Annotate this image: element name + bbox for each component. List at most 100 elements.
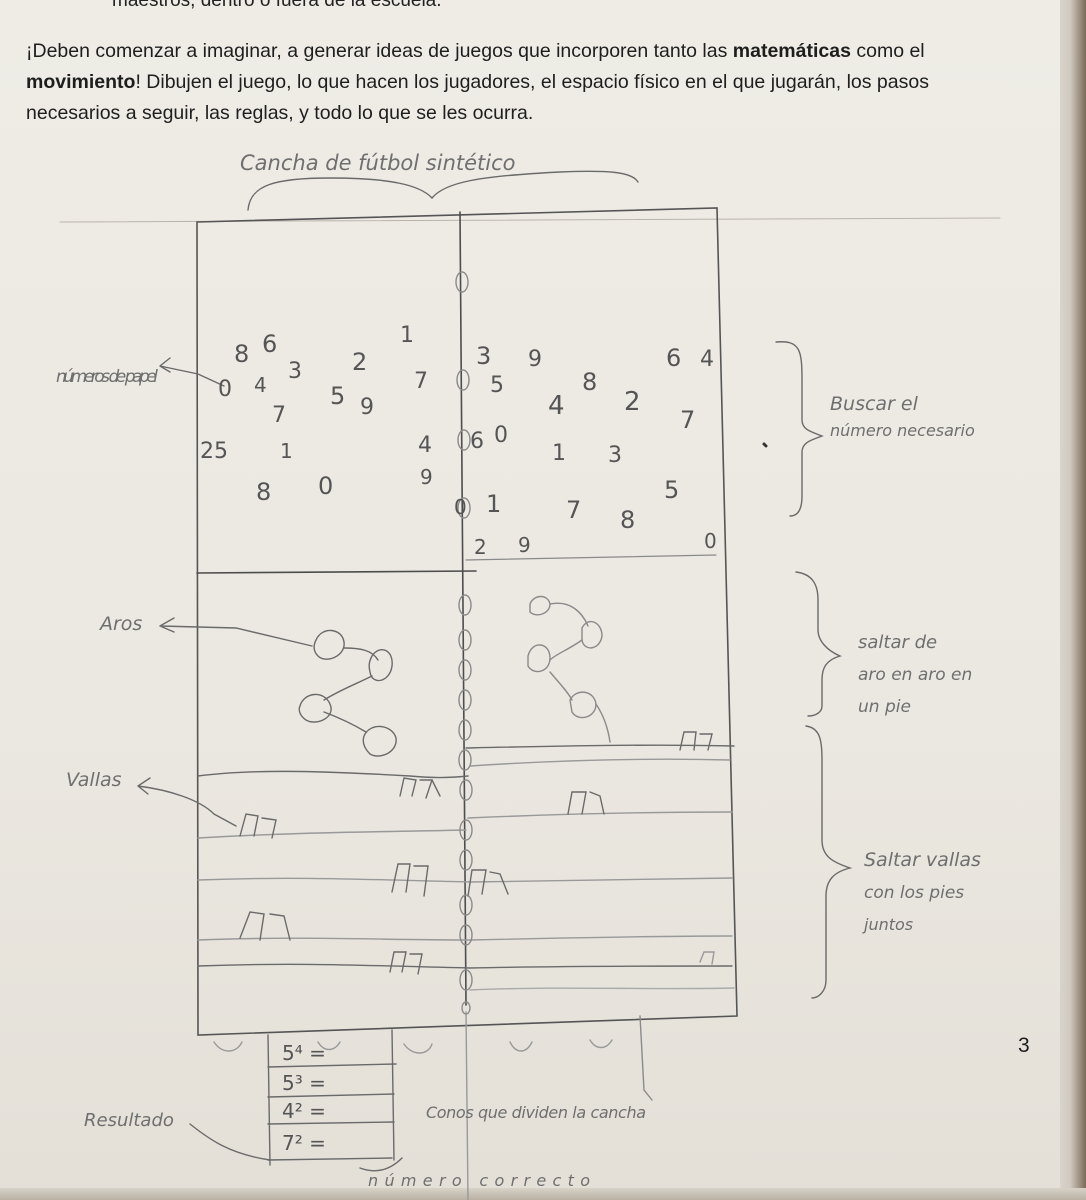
paper-number: 8	[256, 478, 271, 506]
cut-off-top-line: maestros, dentro o fuera de la escuela.	[112, 0, 442, 11]
paper-number: 3	[476, 342, 491, 370]
paper-number: 25	[200, 439, 228, 464]
instructions-text-1: ¡Deben comenzar a imaginar, a generar id…	[26, 40, 733, 62]
arrow-numeros	[159, 357, 225, 387]
hurdle-5	[391, 863, 429, 897]
note-buscar-line2: número necesario	[830, 421, 975, 440]
instructions-paragraph: ¡Deben comenzar a imaginar, a generar id…	[26, 36, 946, 129]
paper-number: 6	[470, 429, 484, 454]
paper-number: 1	[486, 490, 501, 518]
label-resultado: Resultado	[84, 1110, 174, 1131]
paper-number: 2	[352, 348, 367, 376]
result-row: 5³ =	[282, 1071, 326, 1095]
cone-bumps-bottom	[213, 1039, 613, 1054]
paper-number: 7	[680, 406, 695, 434]
paper-number: 4	[254, 373, 267, 397]
arrow-numero-correcto	[359, 1157, 403, 1172]
instructions-bold-matematicas: matemáticas	[732, 40, 851, 62]
hurdle-1	[399, 777, 441, 799]
paper-number: 8	[582, 368, 597, 396]
worksheet-page	[0, 0, 1060, 1190]
paper-number: 6	[666, 344, 681, 372]
paper-number: 6	[262, 330, 277, 358]
title-brace	[247, 170, 639, 211]
paper-number: 9	[420, 465, 433, 489]
arrow-conos	[639, 1015, 653, 1101]
note-vallas-line3: juntos	[862, 915, 913, 934]
label-aros: Aros	[98, 613, 142, 635]
paper-number: 4	[548, 391, 565, 421]
paper-number: 8	[234, 340, 249, 368]
result-table-lines	[267, 1029, 397, 1166]
brace-aros	[795, 571, 843, 717]
paper-number: 5	[490, 373, 504, 398]
center-line-extension	[465, 1011, 469, 1200]
scattered-numbers: 8 6 3 2 1 7 3 9 8 6 4 0 4 5 9 7 5 4 2 7 …	[200, 323, 717, 559]
paper-number: 0	[704, 529, 717, 553]
label-vallas: Vallas	[66, 769, 122, 791]
arrow-vallas	[137, 777, 237, 827]
hurdle-line-4	[467, 811, 733, 819]
result-row: 7² =	[282, 1131, 326, 1155]
paper-number: 8	[620, 506, 635, 534]
label-numeros: números de papel	[56, 367, 158, 387]
result-row: 5⁴ =	[282, 1041, 326, 1065]
hurdle-7	[239, 911, 291, 941]
instructions-bold-movimiento: movimiento	[26, 71, 136, 93]
paper-number: 9	[528, 347, 542, 372]
hurdle-line-1	[197, 770, 469, 779]
number-zone-separator-right	[465, 554, 717, 561]
arrow-resultado	[189, 1123, 271, 1161]
pencil-dot	[762, 442, 768, 448]
paper-number: 2	[474, 535, 487, 559]
hurdle-4	[239, 813, 277, 839]
hurdle-line-9	[469, 987, 735, 991]
hurdle-9	[699, 951, 715, 965]
result-row: 4² =	[282, 1099, 326, 1123]
paper-number: 5	[664, 476, 679, 504]
brace-buscar	[775, 341, 824, 517]
center-line	[459, 211, 467, 1006]
paper-number: 1	[552, 441, 566, 466]
hurdle-2	[679, 731, 713, 751]
note-buscar-line1: Buscar el	[830, 393, 919, 415]
hoops-right	[527, 595, 611, 743]
field-outline	[196, 207, 738, 1036]
paper-number: 0	[218, 377, 232, 402]
stacked-page-edge	[1060, 0, 1086, 1200]
note-aros-line2: aro en aro en	[858, 665, 972, 685]
hurdle-8	[389, 951, 423, 975]
note-aros-line3: un pie	[858, 697, 911, 717]
paper-number: 7	[566, 496, 581, 524]
note-aros-line1: saltar de	[858, 632, 937, 653]
hurdle-line-7	[197, 935, 733, 941]
hurdle-line-2	[465, 744, 735, 749]
arrow-aros	[159, 617, 313, 647]
cones-row	[455, 271, 473, 1015]
note-vallas-line2: con los pies	[864, 883, 964, 903]
paper-number: 7	[272, 403, 286, 428]
paper-number: 5	[330, 382, 345, 410]
paper-number: 9	[518, 533, 531, 557]
page-bottom-edge	[0, 1188, 1086, 1200]
hoops-left	[298, 629, 397, 757]
result-table: 5⁴ = 5³ = 4² = 7² =	[282, 1041, 326, 1155]
brace-vallas	[805, 725, 853, 999]
hurdle-line-8	[197, 963, 733, 969]
hurdle-3	[567, 791, 605, 815]
paper-number: 4	[700, 347, 714, 372]
paper-number: 3	[288, 359, 302, 384]
note-vallas-line1: Saltar vallas	[864, 849, 981, 871]
paper-number: 1	[400, 323, 414, 348]
paper-number: 0	[454, 495, 467, 519]
paper-number: 3	[608, 443, 622, 468]
field-title: Cancha de fútbol sintético	[240, 151, 516, 175]
instructions-text-3: ! Dibujen el juego, lo que hacen los jug…	[26, 71, 929, 124]
label-conos: Conos que dividen la cancha	[426, 1103, 646, 1122]
hurdle-line-5	[197, 829, 467, 839]
paper-number: 0	[318, 472, 333, 500]
number-zone-separator-left	[196, 570, 477, 574]
page-number: 3	[1018, 1034, 1030, 1057]
paper-number: 4	[418, 433, 432, 458]
